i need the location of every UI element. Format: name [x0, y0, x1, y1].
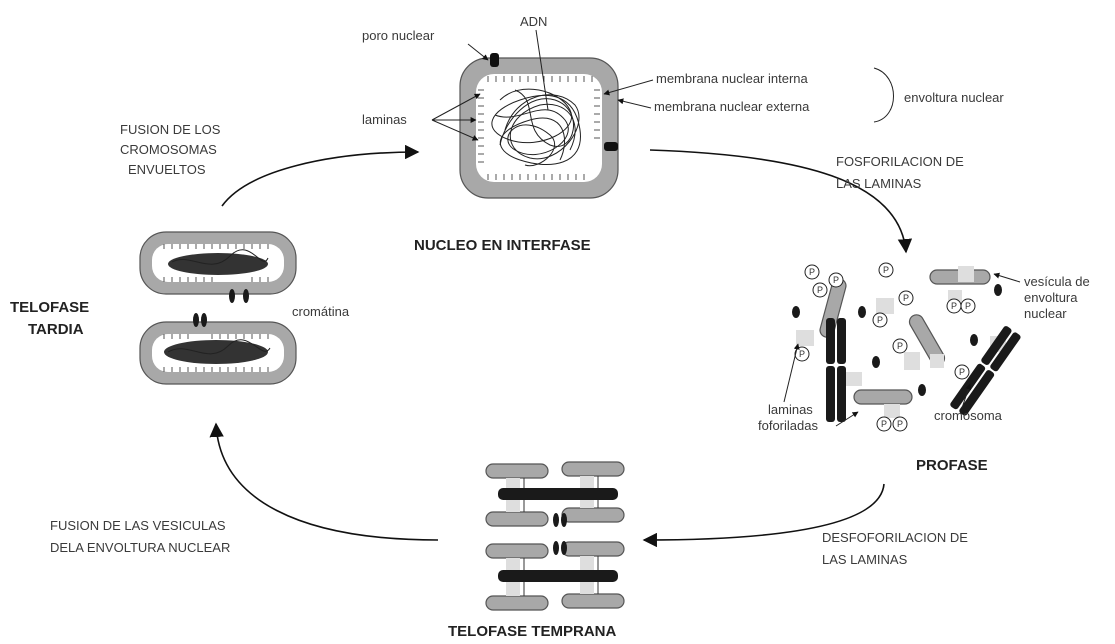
phospho-laminas-pointer — [783, 343, 800, 403]
svg-text:P: P — [897, 341, 903, 351]
profase-title: PROFASE — [916, 457, 988, 474]
fusion-vesiculas-label-1: FUSION DE LAS VESICULAS — [50, 518, 226, 533]
cycle-arrow-to-telofase-tardia — [209, 422, 439, 541]
phospho-laminas-label-2: foforiladas — [758, 418, 818, 433]
laminas-pointer — [431, 119, 479, 141]
inner-membrane-pointer — [603, 79, 654, 96]
chromosome — [498, 488, 618, 500]
svg-text:P: P — [897, 419, 903, 429]
fusion-cromosomas-label-2: CROMOSOMAS — [120, 142, 217, 157]
phospho-laminas-pointer — [835, 411, 859, 427]
chromosome-label: cromosoma — [934, 408, 1003, 423]
dna-label: ADN — [520, 14, 547, 29]
envelope-label: envoltura nuclear — [904, 90, 1004, 105]
envelope-vesicle — [853, 389, 913, 405]
nuclear-pore — [604, 142, 618, 151]
fosforilacion-label-1: FOSFORILACION DE — [836, 154, 964, 169]
chromosome — [498, 570, 618, 582]
dna-tangle — [491, 88, 581, 167]
fusion-cromosomas-label-1: FUSION DE LOS — [120, 122, 221, 137]
svg-text:P: P — [833, 275, 839, 285]
vesicle-pointer — [993, 272, 1021, 283]
profase-scene: P P P P P P P P P P P P P — [792, 262, 1021, 432]
laminas-label: laminas — [362, 112, 407, 127]
vesicle-label-3: nuclear — [1024, 306, 1067, 321]
phosphate-groups — [794, 262, 976, 432]
cycle-arrow-to-profase — [649, 149, 913, 254]
outer-membrane-pointer — [617, 98, 652, 109]
telofase-tardia-title-1: TELOFASE — [10, 299, 89, 316]
fusion-cromosomas-label-3: ENVUELTOS — [128, 162, 206, 177]
vesicle-label-2: envoltura — [1024, 290, 1078, 305]
svg-text:P: P — [809, 267, 815, 277]
svg-text:P: P — [817, 285, 823, 295]
svg-text:P: P — [881, 419, 887, 429]
cycle-arrow-to-interfase — [221, 144, 420, 207]
chromatin-mass — [164, 340, 268, 364]
chromatin-mass — [168, 253, 268, 275]
svg-text:P: P — [965, 301, 971, 311]
vesicle-label-1: vesícula de — [1024, 274, 1090, 289]
svg-text:P: P — [959, 367, 965, 377]
interphase-title: NUCLEO EN INTERFASE — [414, 237, 591, 254]
desfosforilacion-label-1: DESFOFORILACION DE — [822, 530, 968, 545]
lamina-ticks — [478, 76, 600, 180]
svg-text:P: P — [903, 293, 909, 303]
svg-text:P: P — [883, 265, 889, 275]
svg-text:P: P — [877, 315, 883, 325]
outer-membrane-label: membrana nuclear externa — [654, 99, 810, 114]
svg-text:P: P — [951, 301, 957, 311]
telofase-tardia-scene — [139, 231, 297, 385]
interphase-nucleus — [459, 53, 619, 199]
desfosforilacion-label-2: LAS LAMINAS — [822, 552, 908, 567]
fusion-vesiculas-label-2: DELA ENVOLTURA NUCLEAR — [50, 540, 230, 555]
phospho-lamina-fragments — [796, 266, 1006, 418]
nuclear-pore — [490, 53, 499, 67]
chromosome-pointer — [961, 383, 972, 409]
pore-fragments — [792, 284, 1002, 396]
dna-pointer — [535, 29, 549, 111]
chromosome — [826, 318, 846, 422]
telofase-tardia-title-2: TARDIA — [28, 321, 84, 338]
cycle-arrow-to-telofase-temprana — [642, 483, 885, 548]
nuclear-pore-label: poro nuclear — [362, 28, 435, 43]
inner-membrane-label: membrana nuclear interna — [656, 71, 809, 86]
envelope-brace — [873, 67, 894, 123]
chromatin-label: cromátina — [292, 304, 350, 319]
fosforilacion-label-2: LAS LAMINAS — [836, 176, 922, 191]
laminas-pointer — [431, 93, 481, 121]
telofase-temprana-title: TELOFASE TEMPRANA — [448, 623, 617, 639]
pore-pointer — [467, 43, 489, 61]
phosphate-symbols: P P P P P P P P P P P P P — [799, 265, 971, 429]
telofase-temprana-scene — [485, 461, 625, 611]
svg-text:P: P — [799, 349, 805, 359]
phospho-laminas-label-1: laminas — [768, 402, 813, 417]
